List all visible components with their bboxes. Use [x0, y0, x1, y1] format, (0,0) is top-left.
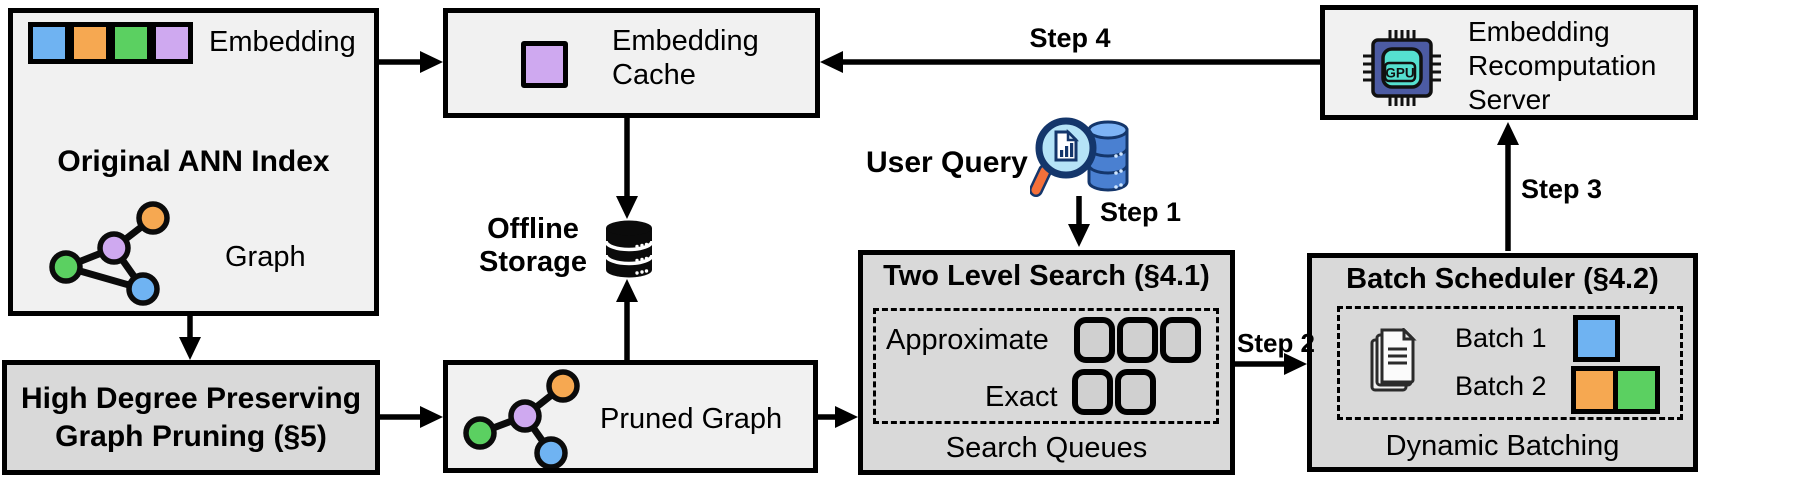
original-ann-index-title: Original ANN Index: [57, 145, 330, 178]
step3-label: Step 3: [1521, 174, 1603, 204]
arrow-index-to-cache: [378, 51, 443, 73]
embedding-cell-green: [110, 22, 152, 64]
queue-slot-icon: [1074, 317, 1115, 363]
gpu-text: GPU: [1385, 66, 1414, 81]
queue-slot-icon: [1072, 369, 1113, 415]
exact-label: Exact: [985, 381, 1058, 413]
graph-node-orange: [136, 201, 170, 235]
batch-scheduler-title: Batch Scheduler (§4.2): [1346, 263, 1659, 295]
approximate-queue-icons: [1074, 317, 1201, 363]
recomputation-server-box: GPU Embedding Recomputation Server: [1320, 5, 1698, 120]
step4-label: Step 4: [1029, 23, 1111, 53]
arrow-pruning-to-prunedgraph: [380, 406, 443, 428]
user-query-label: User Query: [866, 146, 1028, 179]
arrow-cache-to-storage: [616, 118, 638, 219]
queue-slot-icon: [1115, 369, 1156, 415]
batch1-label: Batch 1: [1455, 323, 1547, 353]
pruned-node-orange: [546, 369, 580, 403]
embedding-cache-box: Embedding Cache: [443, 8, 820, 118]
search-queues-panel: Approximate Exact: [873, 308, 1219, 424]
embedding-cache-line2: Cache: [612, 59, 696, 91]
batch2-embedding-icons: [1571, 366, 1660, 414]
recomputation-server-title: Embedding Recomputation Server: [1468, 15, 1656, 117]
graph-node-blue: [126, 272, 160, 306]
step2-label: Step 2: [1236, 328, 1316, 358]
graph-icon: [49, 201, 170, 306]
approximate-label: Approximate: [886, 324, 1049, 356]
queue-slot-icon: [1117, 317, 1158, 363]
arrow-step1-query-to-search: [1068, 196, 1090, 247]
graph-node-green: [49, 250, 83, 284]
embedding-cell-purple: [151, 22, 193, 64]
pruned-node-green: [463, 416, 497, 450]
graph-node-purple: [97, 231, 131, 265]
offline-storage-line2: Storage: [479, 246, 587, 278]
embedding-vector-icon: [28, 22, 193, 64]
arrow-prunedgraph-to-search: [818, 406, 858, 428]
documents-icon: [1370, 328, 1417, 392]
batch2-cell-green: [1613, 366, 1660, 414]
graph-pruning-title-line2: Graph Pruning (§5): [55, 419, 327, 453]
embedding-cell-orange: [69, 22, 111, 64]
embedding-label: Embedding: [209, 26, 356, 58]
graph-label: Graph: [225, 241, 306, 273]
two-level-search-title: Two Level Search (§4.1): [883, 260, 1210, 292]
cached-embedding-icon: [521, 41, 568, 88]
pruned-node-blue: [534, 436, 568, 468]
arrow-prunedgraph-to-storage: [616, 279, 638, 360]
arrow-index-to-pruning: [179, 316, 201, 360]
gpu-chip-icon: GPU: [1363, 30, 1441, 106]
offline-storage-line1: Offline: [487, 213, 579, 245]
pruned-node-purple: [508, 399, 542, 433]
batch-scheduler-box: Batch Scheduler (§4.2) Batch 1 Batch 2: [1307, 253, 1698, 472]
dynamic-batching-label: Dynamic Batching: [1385, 430, 1620, 462]
server-line3: Server: [1468, 84, 1551, 115]
search-queues-label: Search Queues: [945, 432, 1148, 464]
queue-slot-icon: [1160, 317, 1201, 363]
step1-label: Step 1: [1100, 197, 1182, 227]
arrow-step4-server-to-cache: [820, 51, 1320, 73]
batch2-cell-orange: [1571, 366, 1618, 414]
embedding-cell-blue: [28, 22, 70, 64]
magnifier-icon: [1030, 117, 1097, 197]
query-search-icon: [1030, 117, 1129, 197]
offline-storage-label: Offline Storage: [472, 213, 594, 279]
server-line1: Embedding: [1468, 16, 1610, 47]
exact-queue-icons: [1072, 369, 1156, 415]
embedding-cache-line1: Embedding: [612, 25, 759, 57]
original-ann-index-box: Embedding Original ANN Index Graph: [8, 8, 379, 316]
database-icon: [604, 220, 654, 278]
embedding-cache-title: Embedding Cache: [612, 24, 759, 92]
pruned-graph-label: Pruned Graph: [600, 403, 783, 435]
pruned-graph-box: Pruned Graph: [443, 360, 818, 473]
server-line2: Recomputation: [1468, 50, 1657, 81]
graph-pruning-box: High Degree Preserving Graph Pruning (§5…: [2, 360, 380, 475]
batch1-embedding-icon: [1573, 315, 1620, 362]
two-level-search-box: Two Level Search (§4.1) Approximate Exac…: [858, 250, 1235, 475]
graph-pruning-title-line1: High Degree Preserving: [20, 381, 362, 415]
batch2-label: Batch 2: [1455, 371, 1547, 401]
dynamic-batching-panel: Batch 1 Batch 2: [1337, 306, 1683, 420]
pruned-graph-icon: [463, 369, 580, 468]
arrow-step3-scheduler-to-server: [1497, 122, 1519, 251]
